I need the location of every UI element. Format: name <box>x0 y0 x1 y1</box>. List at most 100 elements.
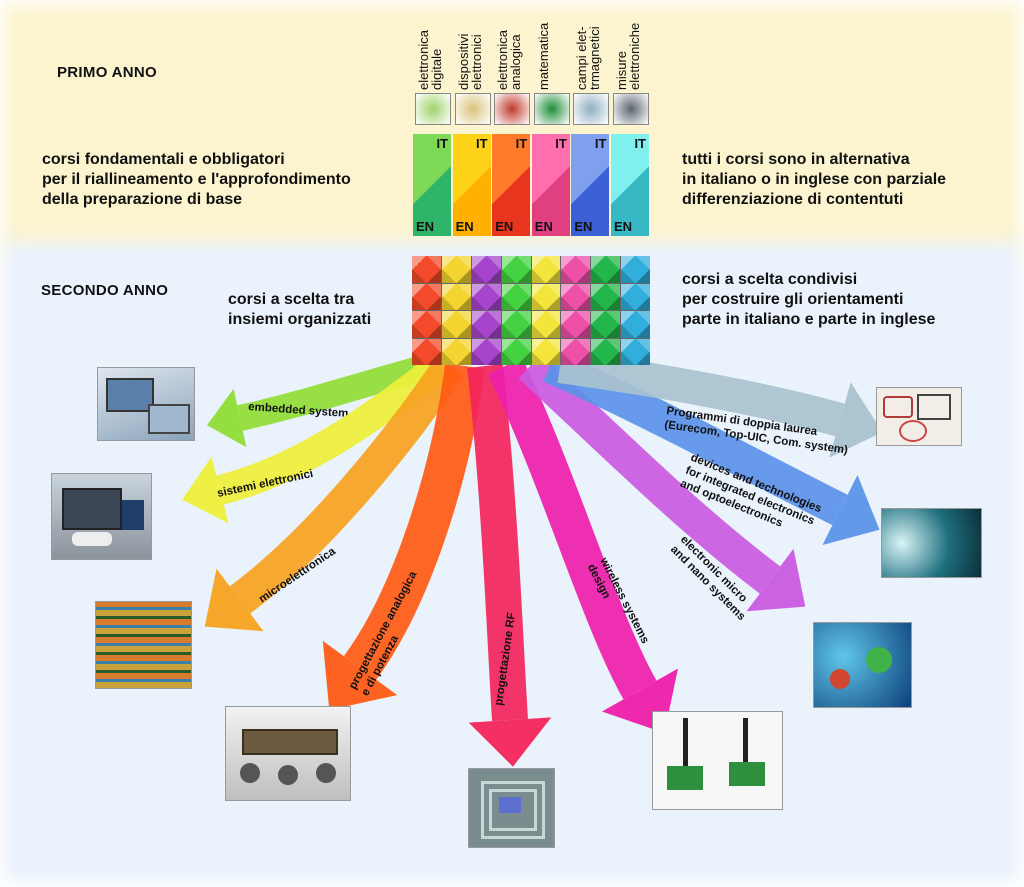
second-year-left-line-1: corsi a scelta tra <box>228 291 355 308</box>
elective-tile <box>591 256 621 283</box>
arrow-head <box>207 388 247 448</box>
elective-tile <box>591 283 621 310</box>
elective-tile <box>621 338 650 365</box>
nano-systems-photo <box>813 622 912 708</box>
elective-tile <box>501 256 531 283</box>
second-year-right-text: corsi a scelta condivisi per costruire g… <box>682 270 935 330</box>
course-language-bar-5: IT EN <box>611 134 649 236</box>
elective-tile <box>441 256 471 283</box>
optical-fiber-photo <box>881 508 982 578</box>
course-thumbnail-0 <box>415 93 451 125</box>
first-year-right-line-2: in italiano o in inglese con parziale <box>682 171 947 188</box>
first-year-left-line-2: per il riallineamento e l'approfondiment… <box>42 171 351 188</box>
elective-courses-grid <box>412 256 650 365</box>
arrow-shaft <box>487 357 657 700</box>
elective-tile <box>441 311 471 338</box>
arrow-head <box>322 640 398 710</box>
arrow-shaft <box>343 363 485 680</box>
elective-tile <box>412 311 441 338</box>
elective-tile <box>621 256 650 283</box>
course-language-bar-2: IT EN <box>492 134 531 236</box>
elective-tile <box>561 256 591 283</box>
first-year-left-text: corsi fondamentali e obbligatori per il … <box>42 150 351 210</box>
elective-tile <box>441 283 471 310</box>
elective-tile <box>471 283 501 310</box>
arrow-shaft <box>237 353 434 431</box>
english-label: EN <box>614 219 633 234</box>
second-year-left-text: corsi a scelta tra insiemi organizzati <box>228 290 371 330</box>
first-year-left-line-3: della preparazione di base <box>42 191 243 208</box>
rfid-tag-photo <box>468 768 555 848</box>
course-language-bar-4: IT EN <box>571 134 610 236</box>
elective-tile <box>531 311 561 338</box>
arrow-head <box>182 456 229 524</box>
elective-tile <box>471 311 501 338</box>
elective-tile <box>531 338 561 365</box>
italian-label: IT <box>594 136 607 151</box>
course-thumbnail-1 <box>454 93 491 125</box>
elective-tile <box>501 283 531 310</box>
elective-tile <box>441 338 471 365</box>
specialization-arrow-6: electronic microand nano systems <box>518 353 806 623</box>
english-label: EN <box>534 219 553 234</box>
english-label: EN <box>495 219 514 234</box>
italian-label: IT <box>515 136 528 151</box>
arrow-shaft <box>518 353 781 594</box>
specialization-arrow-4: progettazione RF <box>467 363 552 767</box>
english-label: EN <box>455 219 474 234</box>
second-year-right-line-3: parte in italiano e parte in inglese <box>682 311 936 328</box>
arrow-head <box>204 568 264 632</box>
first-year-right-text: tutti i corsi sono in alternativa in ita… <box>682 150 946 210</box>
first-year-right-line-3: differenziazione di contentuti <box>682 191 904 208</box>
elective-tile <box>412 283 441 310</box>
specialization-arrow-0: embedded system <box>207 353 434 448</box>
arrow-shaft <box>216 354 450 505</box>
electronic-systems-photo <box>51 473 152 560</box>
elective-tile <box>621 311 650 338</box>
english-label: EN <box>574 219 593 234</box>
italian-label: IT <box>634 136 646 151</box>
english-label: EN <box>416 219 435 234</box>
rover-photo <box>225 706 351 801</box>
arrow-head <box>746 548 806 612</box>
arrow-head <box>822 475 880 545</box>
elective-tile <box>501 311 531 338</box>
arrow-shaft <box>229 356 465 614</box>
course-language-bar-1: IT EN <box>452 134 491 236</box>
second-year-title: SECONDO ANNO <box>41 282 169 299</box>
microelectronics-chip-photo <box>95 601 192 689</box>
arrow-head <box>829 382 883 458</box>
elective-tile <box>621 283 650 310</box>
course-thumbnail-2 <box>494 93 531 125</box>
elective-tile <box>561 283 591 310</box>
second-year-right-line-2: per costruire gli orientamenti <box>682 291 904 308</box>
elective-tile <box>591 338 621 365</box>
course-language-bar-0: IT EN <box>413 134 451 236</box>
course-thumbnail-3 <box>533 93 570 125</box>
second-year-left-line-2: insiemi organizzati <box>228 311 372 328</box>
passport-stamps-photo <box>876 387 962 446</box>
wireless-modules-photo <box>652 711 783 810</box>
elective-tile <box>561 338 591 365</box>
italian-label: IT <box>476 136 488 151</box>
course-thumbnail-5 <box>613 93 649 125</box>
arrow-shaft <box>557 349 845 437</box>
elective-tile <box>471 338 501 365</box>
first-year-right-line-1: tutti i corsi sono in alternativa <box>682 151 910 168</box>
elective-tile <box>412 338 441 365</box>
elective-tile <box>412 256 441 283</box>
italian-label: IT <box>436 136 448 151</box>
first-year-left-line-1: corsi fondamentali e obbligatori <box>42 151 285 168</box>
course-thumbnail-4 <box>573 93 610 125</box>
elective-tile <box>531 283 561 310</box>
embedded-system-photo <box>97 367 195 441</box>
elective-tile <box>591 311 621 338</box>
italian-label: IT <box>555 136 567 151</box>
elective-tile <box>531 256 561 283</box>
first-year-title: PRIMO ANNO <box>57 64 157 81</box>
arrow-shaft <box>467 363 528 722</box>
elective-tile <box>501 338 531 365</box>
elective-tile <box>471 256 501 283</box>
course-language-bar-3: IT EN <box>531 134 570 236</box>
